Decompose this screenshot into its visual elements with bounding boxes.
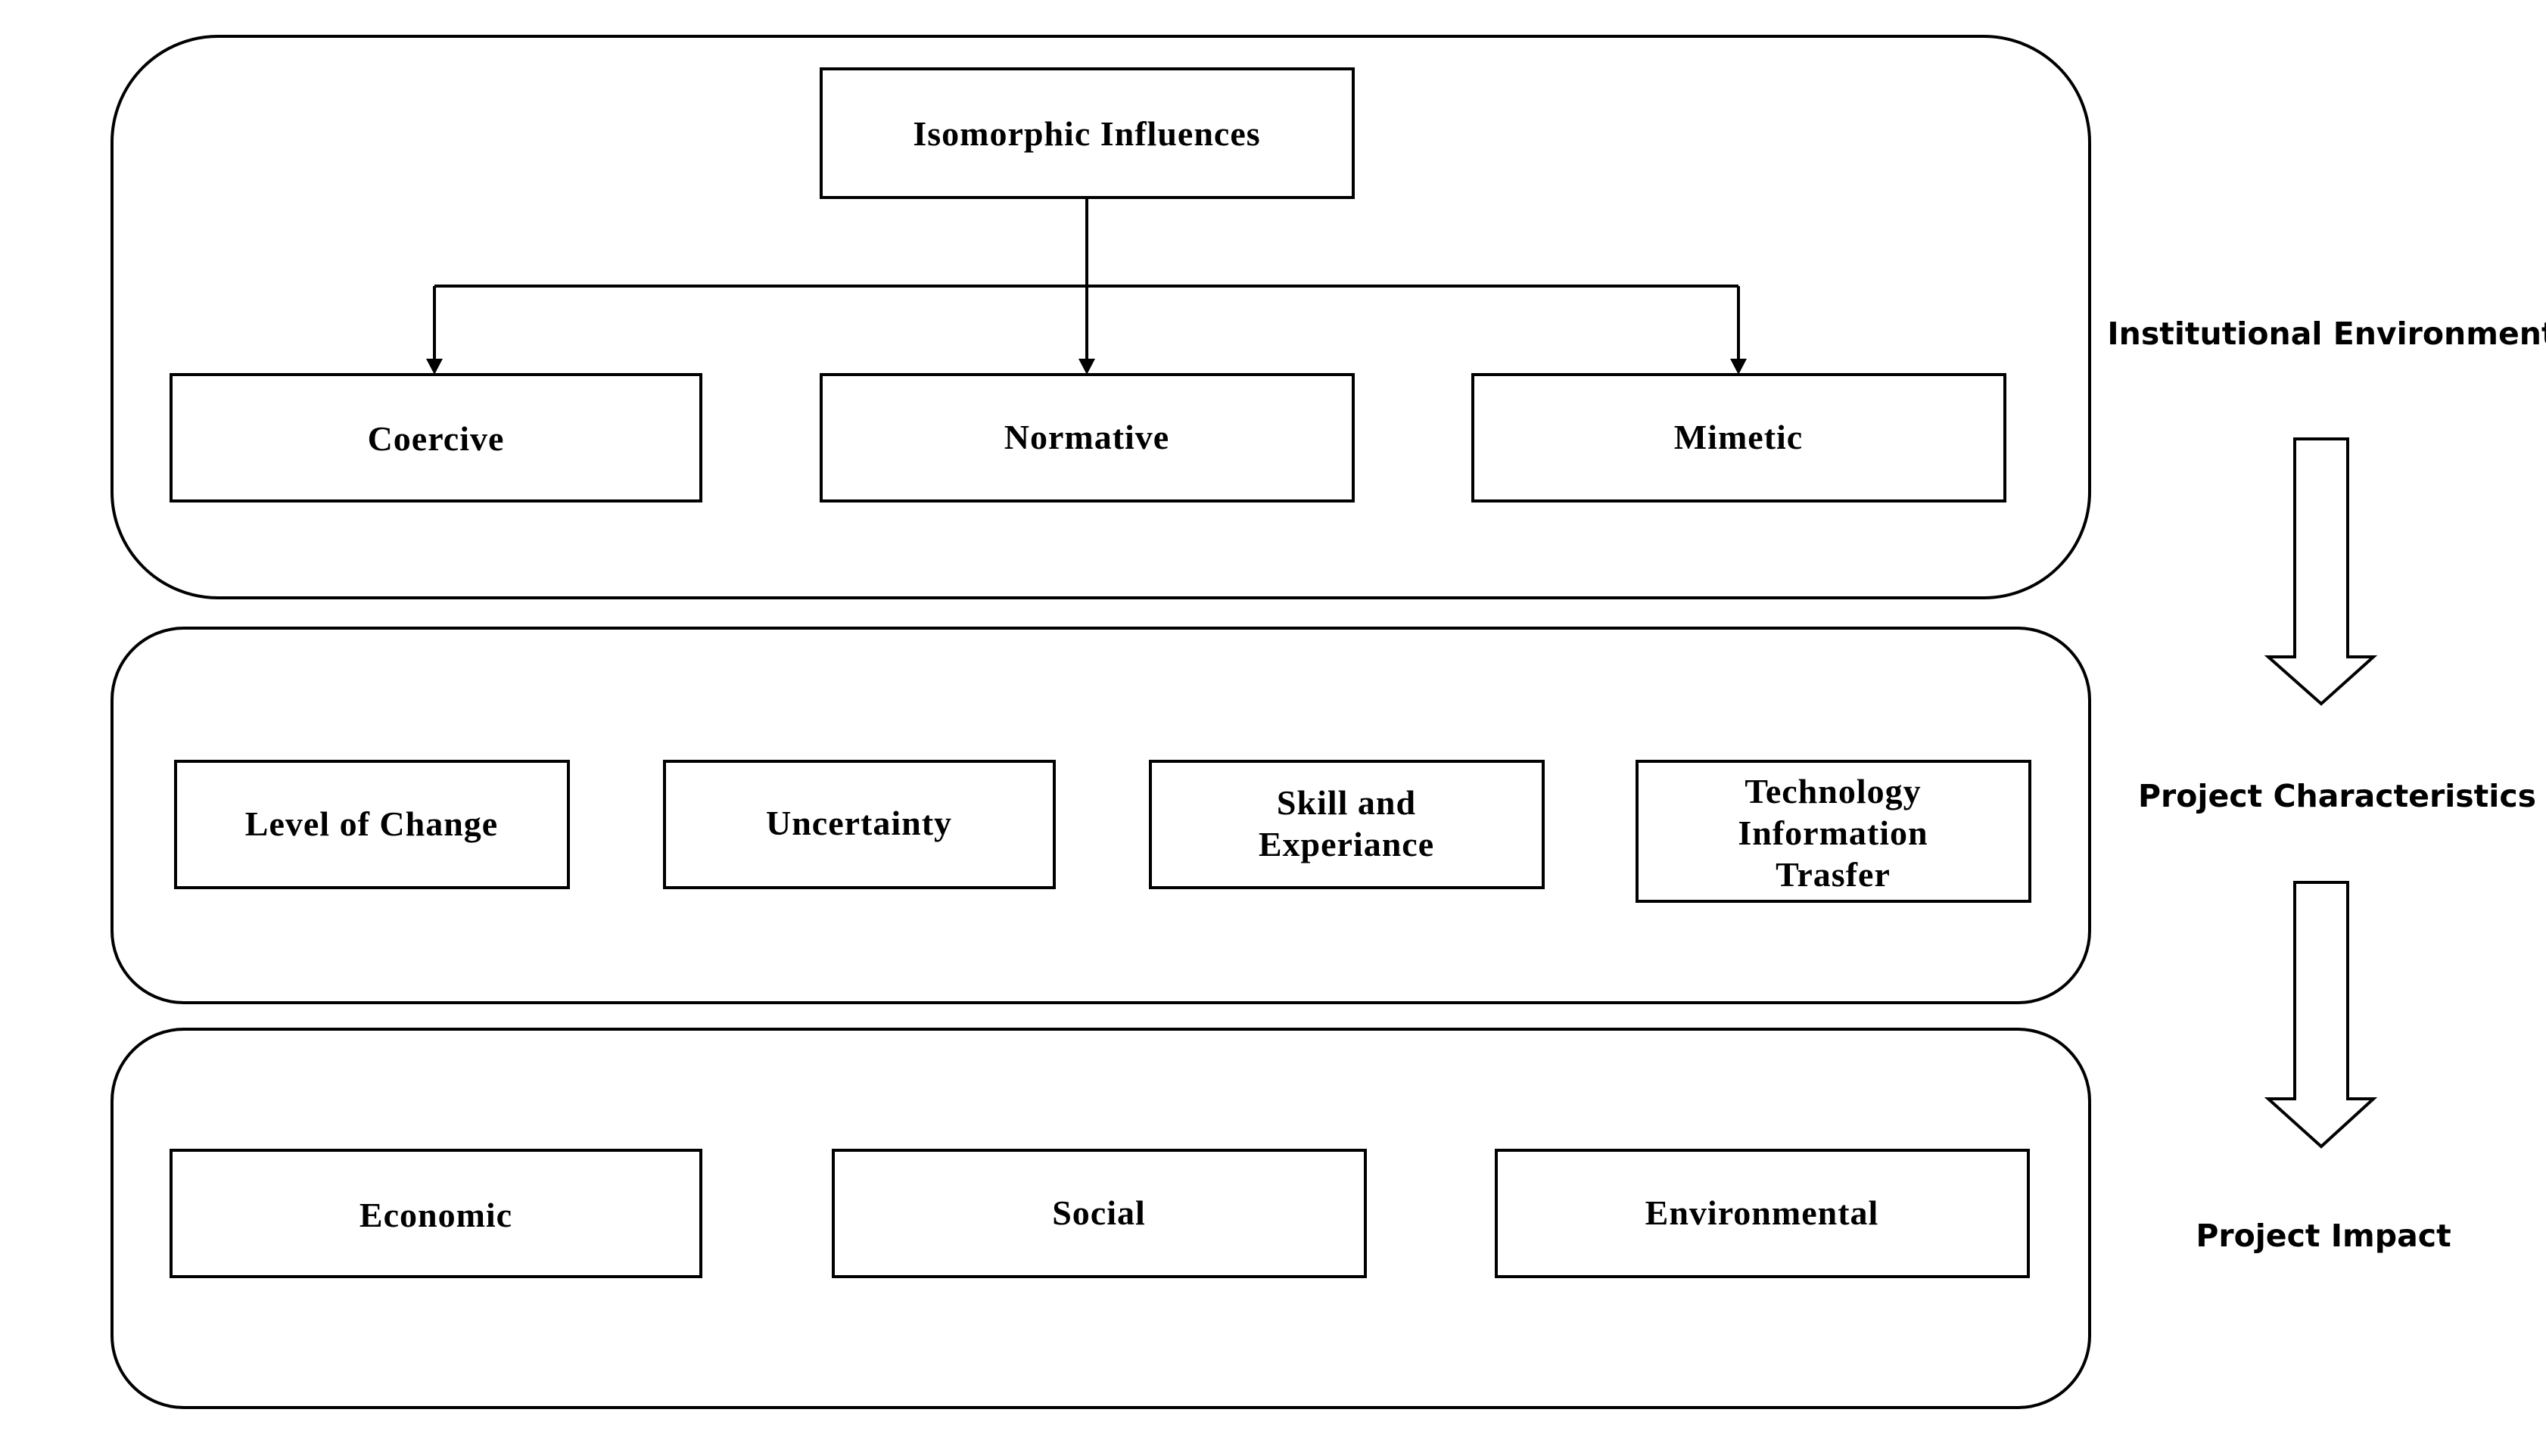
project-characteristics-panel [110,627,2091,1004]
uncertainty-label: Uncertainty [766,804,952,842]
normative-label: Normative [1004,418,1169,456]
social-label: Social [1052,1193,1146,1232]
economic-box [170,1149,702,1278]
uncertainty-box [663,760,1056,889]
technology-information-trasfer-label-line1: Technology [1745,772,1921,810]
arrowhead-coercive [426,359,443,375]
down-arrow-icon [2264,881,2378,1149]
skill-and-experiance-label-line2: Experiance [1259,825,1434,863]
technology-information-trasfer-box [1636,760,2031,903]
isomorphic-influences-box [820,67,1355,199]
mimetic-box [1471,373,2006,502]
arrowhead-normative [1078,359,1095,375]
level-of-change-label: Level of Change [245,804,498,843]
down-arrow-icon [2264,437,2378,706]
coercive-label: Coercive [368,419,505,458]
level-of-change-box [174,760,570,889]
mimetic-label: Mimetic [1674,418,1803,456]
skill-and-experiance-box [1149,760,1545,889]
isomorphic-influences-label: Isomorphic Influences [913,114,1260,153]
environmental-box [1495,1149,2030,1278]
project-characteristics-side-label: Project Characteristics [2138,778,2536,814]
normative-box [820,373,1355,502]
institutional-environment-side-label: Institutional Environment [2107,316,2546,352]
arrowhead-mimetic [1730,359,1747,375]
social-box [832,1149,1367,1278]
environmental-label: Environmental [1645,1193,1879,1232]
coercive-box [170,373,702,502]
hierarchy-connectors [426,198,1747,375]
project-impact-side-label: Project Impact [2196,1218,2451,1254]
technology-information-trasfer-label-line2: Information [1738,814,1928,852]
skill-and-experiance-label-line1: Skill and [1277,783,1416,822]
economic-label: Economic [359,1196,512,1234]
technology-information-trasfer-label-line3: Trasfer [1776,855,1891,894]
